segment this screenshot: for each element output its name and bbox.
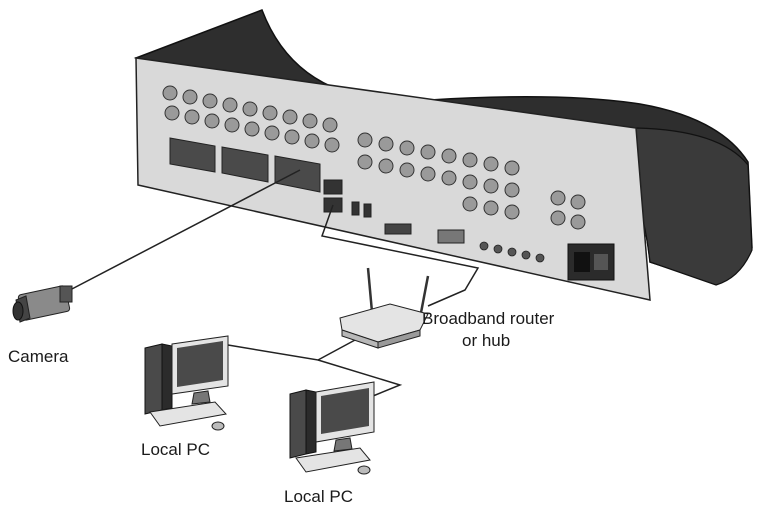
- local-pc-2-label: Local PC: [284, 487, 353, 506]
- dvr-recorder: [133, 9, 753, 301]
- local-pc-2: [289, 381, 375, 475]
- router-label-line2: or hub: [462, 331, 511, 350]
- camera-cable: [69, 169, 301, 291]
- usb-port-2: [363, 203, 372, 218]
- ethernet-port: [323, 179, 343, 195]
- bnc-connectors-right: [550, 190, 586, 230]
- vga-port: [437, 229, 465, 244]
- cables: [69, 169, 480, 397]
- hdmi-port: [384, 223, 412, 235]
- dvr-rear-panel: [135, 57, 651, 301]
- io-ports: [323, 179, 465, 244]
- router-label-line1: Broadband router: [422, 309, 555, 328]
- power-inlet: [567, 243, 615, 281]
- dvr-to-router-cable: [321, 204, 480, 307]
- camera-device: [12, 285, 73, 323]
- local-pc-1-label: Local PC: [141, 440, 210, 459]
- bnc-connectors-left: [162, 85, 340, 153]
- audio-jacks: [479, 241, 545, 263]
- camera-label: Camera: [8, 347, 69, 366]
- router-to-pc2-cable: [317, 359, 403, 397]
- local-pc-1: [144, 335, 229, 431]
- usb-port: [351, 201, 360, 216]
- router-device: [339, 267, 430, 349]
- bnc-connectors-middle: [357, 132, 520, 220]
- terminal-blocks: [169, 137, 321, 193]
